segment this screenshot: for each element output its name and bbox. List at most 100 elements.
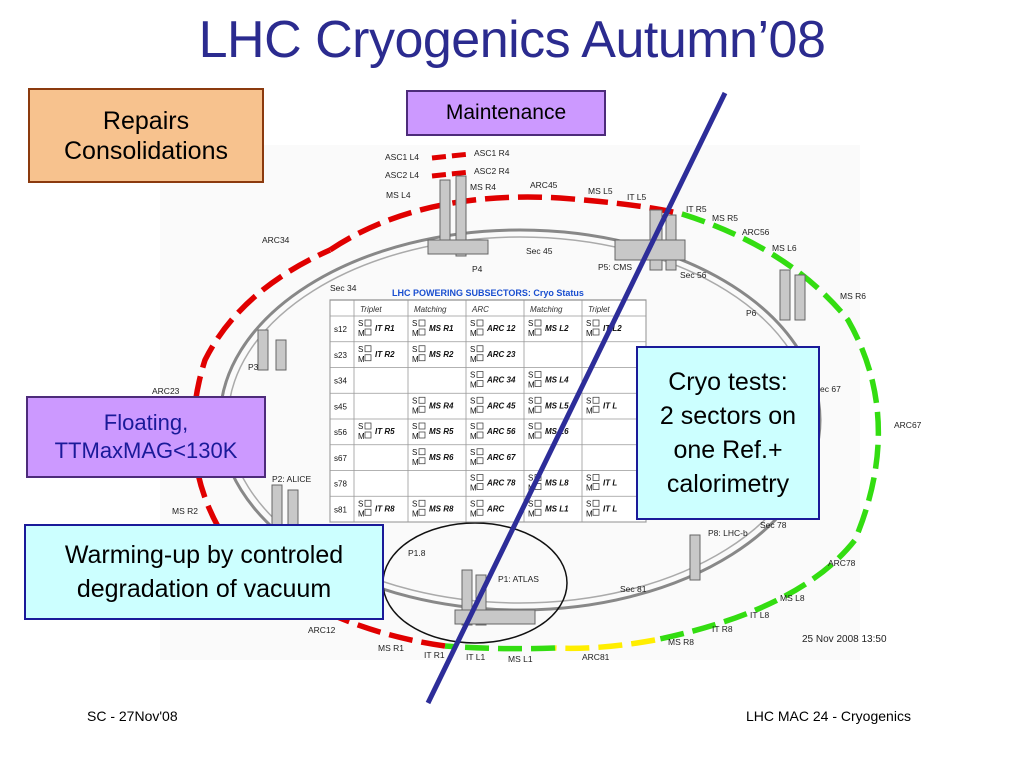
status-m: M — [586, 329, 593, 338]
status-s: S — [470, 396, 475, 405]
repairs-line-1: Repairs — [102, 106, 190, 135]
label-sec67: ec 67 — [820, 384, 841, 394]
status-s: S — [528, 474, 533, 483]
table-cell-label: MS L1 — [545, 504, 569, 513]
table-cell-label: ARC 78 — [486, 479, 516, 488]
cryo-line-3: one Ref.+ — [673, 436, 783, 464]
status-s: S — [470, 345, 475, 354]
status-box — [476, 474, 484, 481]
label-msr5: MS R5 — [712, 213, 738, 223]
status-m: M — [470, 432, 477, 441]
table-cell-label: MS L6 — [545, 427, 569, 436]
label-msl1: MS L1 — [508, 654, 533, 664]
status-box — [364, 345, 372, 353]
status-box — [364, 354, 372, 362]
ring-yellow-bottom — [554, 637, 656, 652]
label-itr8: IT R8 — [712, 624, 733, 634]
status-box — [364, 328, 372, 336]
label-msr8: MS R8 — [668, 637, 694, 647]
table-cell-label: IT R2 — [375, 350, 395, 359]
status-s: S — [470, 448, 475, 457]
status-box — [476, 483, 484, 490]
label-msr4: MS R4 — [470, 182, 496, 192]
label-arc23: ARC23 — [152, 386, 180, 396]
status-m: M — [412, 509, 419, 518]
label-arc56: ARC56 — [742, 227, 770, 237]
label-asc2-l4: ASC2 L4 — [385, 170, 419, 180]
status-box — [476, 431, 484, 439]
status-box — [418, 448, 426, 456]
status-box — [534, 422, 542, 430]
table-sector-label: s23 — [334, 351, 347, 360]
table-sector-label: s12 — [334, 325, 347, 334]
label-msr6: MS R6 — [840, 291, 866, 301]
footer-right: LHC MAC 24 - Cryogenics — [746, 708, 911, 724]
cryo-tests-callout: Cryo tests: 2 sectors on one Ref.+ calor… — [636, 346, 820, 520]
status-box — [418, 422, 426, 430]
cryo-line-1: Cryo tests: — [668, 368, 788, 396]
status-s: S — [412, 499, 417, 508]
status-box — [476, 457, 484, 465]
label-p5: P5: CMS — [598, 262, 632, 272]
table-cell-label: IT L — [603, 401, 617, 410]
status-m: M — [528, 432, 535, 441]
label-p4: P4 — [472, 264, 483, 274]
table-cell-label: IT R8 — [375, 504, 395, 513]
status-s: S — [412, 319, 417, 328]
diagonal-strike-line — [425, 91, 728, 705]
status-m: M — [586, 484, 593, 493]
status-s: S — [586, 319, 591, 328]
status-s: S — [470, 422, 475, 431]
status-box — [592, 405, 600, 413]
status-m: M — [412, 458, 419, 467]
timestamp: 25 Nov 2008 13:50 — [802, 634, 887, 645]
table-cell-label: IT R5 — [375, 427, 395, 436]
status-box — [534, 431, 542, 439]
table-cell-label: MS L8 — [545, 479, 569, 488]
label-arc81: ARC81 — [582, 652, 610, 662]
floating-line-1: Floating, — [103, 410, 189, 435]
label-p1-8: P1.8 — [408, 548, 426, 558]
table-cell-label: MS R2 — [429, 350, 454, 359]
status-s: S — [528, 396, 533, 405]
label-sec45: Sec 45 — [526, 246, 553, 256]
table-cell-label: MS L5 — [545, 401, 569, 410]
status-m: M — [528, 381, 535, 390]
status-s: S — [586, 396, 591, 405]
label-arc34: ARC34 — [262, 235, 290, 245]
ring-green-right — [654, 211, 882, 643]
status-m: M — [470, 381, 477, 390]
status-box — [418, 354, 426, 362]
status-s: S — [358, 345, 363, 354]
status-box — [592, 328, 600, 336]
status-box — [592, 319, 600, 327]
table-cell-label: IT L — [603, 504, 617, 513]
status-box — [476, 405, 484, 413]
status-box — [534, 371, 542, 378]
status-box — [476, 354, 484, 362]
table-cell-label: IT R1 — [375, 324, 395, 333]
status-s: S — [412, 345, 417, 354]
status-box — [592, 499, 600, 507]
cryo-line-4: calorimetry — [666, 470, 790, 498]
label-p8: P8: LHC-b — [708, 528, 748, 538]
label-itl1: IT L1 — [466, 652, 485, 662]
footer-left: SC - 27Nov'08 — [87, 708, 178, 724]
status-box — [364, 319, 372, 327]
label-p1: P1: ATLAS — [498, 574, 539, 584]
floating-line-2: TTMaxMAG<130K — [54, 438, 238, 463]
status-s: S — [358, 422, 363, 431]
status-box — [534, 499, 542, 507]
status-box — [476, 508, 484, 516]
label-p6: P6 — [746, 308, 757, 318]
status-box — [364, 431, 372, 439]
repairs-line-2: Consolidations — [64, 136, 228, 165]
cryo-line-2: 2 sectors on — [659, 402, 797, 430]
label-asc1-r4: ASC1 R4 — [474, 148, 510, 158]
status-m: M — [586, 406, 593, 415]
status-s: S — [586, 499, 591, 508]
table-sector-label: s78 — [334, 480, 347, 489]
table-title: LHC POWERING SUBSECTORS: Cryo Status — [392, 288, 584, 298]
status-m: M — [586, 509, 593, 518]
table-header: Triplet — [360, 305, 382, 314]
